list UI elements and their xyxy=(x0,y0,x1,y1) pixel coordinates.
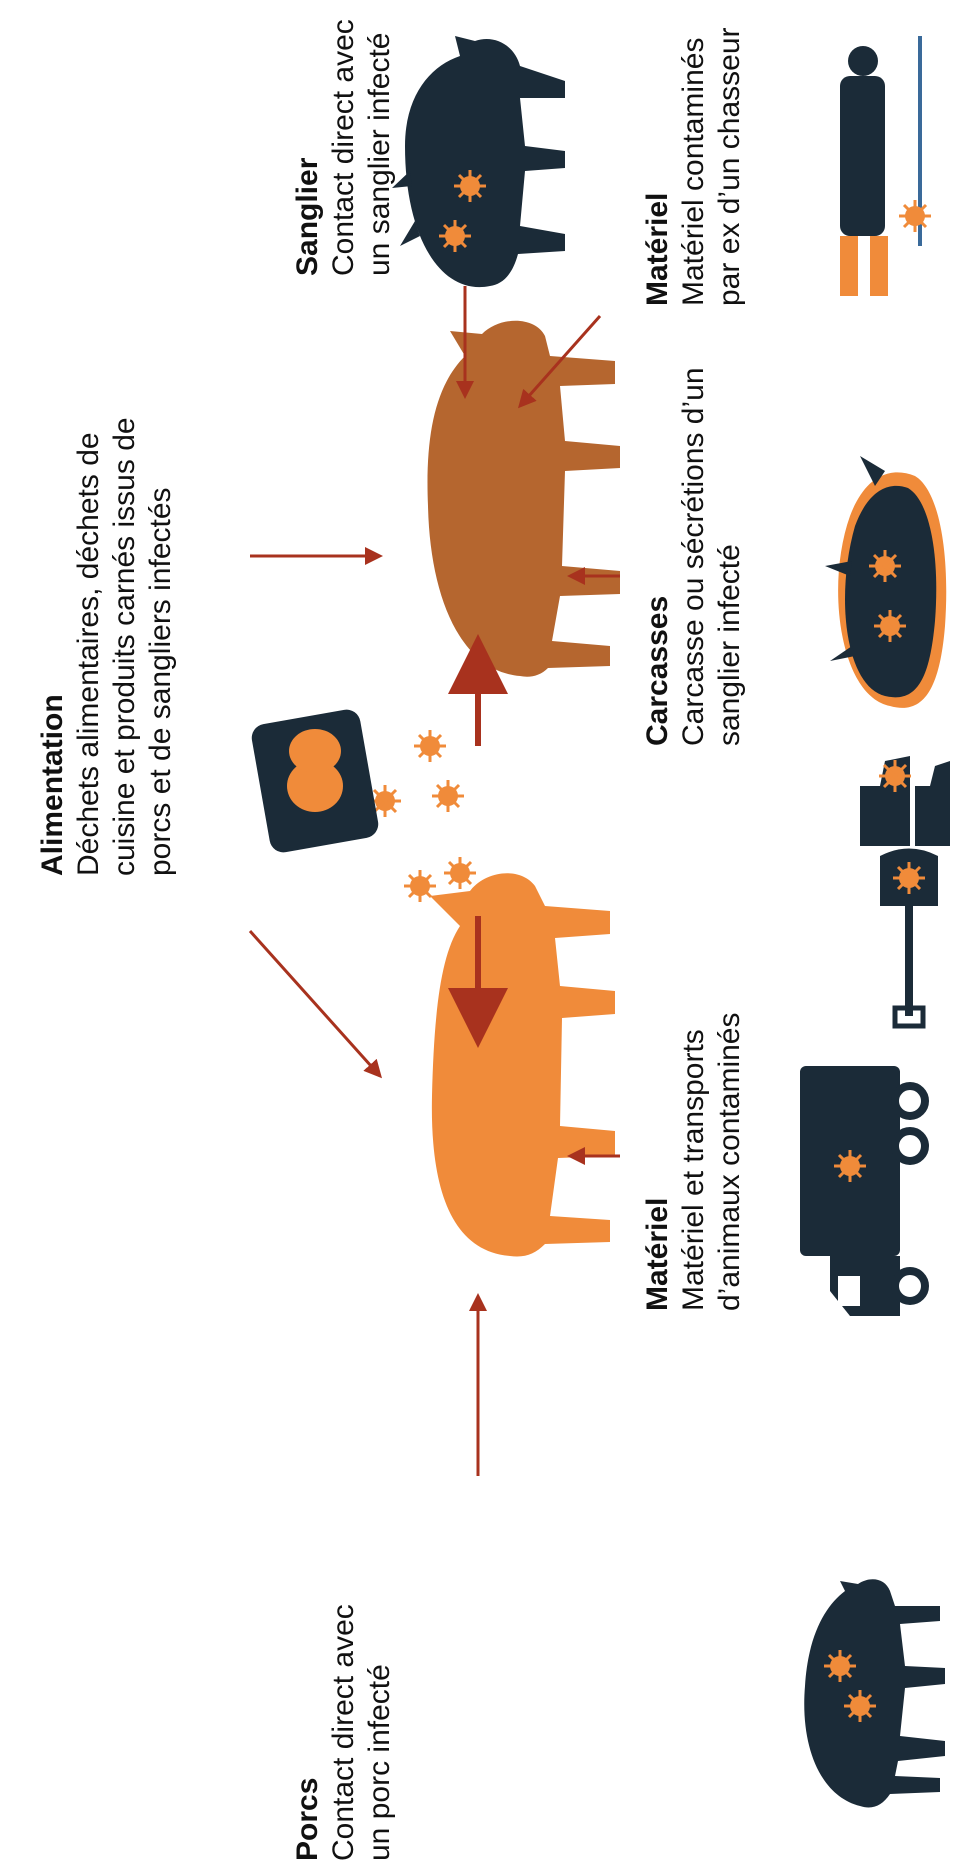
label-carcasses-desc: Carcasse ou sécrétions d’un sanglier inf… xyxy=(676,366,748,746)
domestic-pig-icon xyxy=(430,873,615,1256)
label-sanglier: Sanglier Contact direct avec un sanglier… xyxy=(290,16,398,276)
carcass-icon xyxy=(825,456,946,708)
pig-icon xyxy=(804,1579,945,1807)
label-carcasses: Carcasses Carcasse ou sécrétions d’un sa… xyxy=(640,366,748,746)
label-materiel-chasseur: Matériel Matériel contaminés par ex d’un… xyxy=(640,6,748,306)
label-porcs: Porcs Contact direct avec un porc infect… xyxy=(290,1591,398,1861)
boots-icon xyxy=(860,756,950,846)
arrow-alimentation-pig xyxy=(250,931,380,1076)
shovel-icon xyxy=(880,849,938,1027)
label-materiel-transport-title: Matériel xyxy=(640,981,676,1311)
label-alimentation-title: Alimentation xyxy=(35,416,71,876)
food-icon xyxy=(250,707,381,854)
label-materiel-transport-desc: Matériel et transports d’animaux contami… xyxy=(676,981,748,1311)
wild-boar-central-icon xyxy=(427,321,620,677)
virus-icon xyxy=(369,730,476,902)
truck-icon xyxy=(800,1066,925,1316)
label-porcs-title: Porcs xyxy=(290,1591,326,1861)
label-materiel-chasseur-title: Matériel xyxy=(640,6,676,306)
label-materiel-transport: Matériel Matériel et transports d’animau… xyxy=(640,981,748,1311)
label-alimentation-desc: Déchets alimentaires, déchets de cuisine… xyxy=(71,416,179,876)
label-alimentation: Alimentation Déchets alimentaires, déche… xyxy=(35,416,179,876)
label-sanglier-title: Sanglier xyxy=(290,16,326,276)
label-porcs-desc: Contact direct avec un porc infecté xyxy=(326,1591,398,1861)
hunter-icon xyxy=(840,36,931,296)
label-materiel-chasseur-desc: Matériel contaminés par ex d’un chasseur xyxy=(676,6,748,306)
label-carcasses-title: Carcasses xyxy=(640,366,676,746)
wild-boar-icon xyxy=(392,36,565,287)
label-sanglier-desc: Contact direct avec un sanglier infecté xyxy=(326,16,398,276)
